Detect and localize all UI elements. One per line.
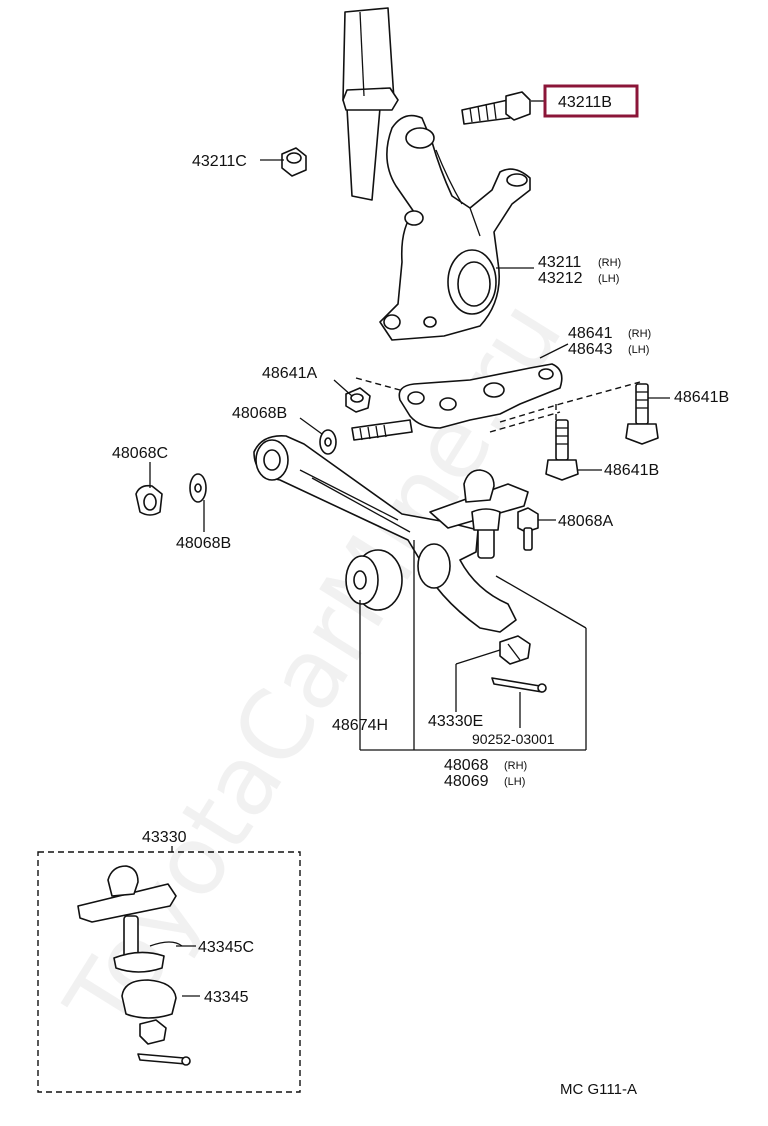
bolt-43211b: [461, 91, 531, 125]
bolt-48068a: [517, 507, 539, 551]
nut-48641a: [345, 387, 371, 413]
cotter-pin-90252: [491, 677, 547, 693]
side-rh-48068: (RH): [504, 760, 527, 772]
nut-43211c: [281, 147, 307, 177]
label-48068a[interactable]: 48068A: [558, 513, 613, 530]
bolt-48641b-upper: [625, 383, 659, 445]
bushing-48068c: [135, 484, 163, 516]
lower-control-arm: [253, 435, 517, 633]
bushing-48674h: [345, 549, 403, 611]
label-43211[interactable]: 43211: [538, 254, 581, 271]
side-lh-48643: (LH): [628, 344, 649, 356]
label-48068c[interactable]: 48068C: [112, 445, 168, 462]
strut-shock-absorber: [342, 7, 399, 201]
label-48068b-lower[interactable]: 48068B: [176, 535, 231, 552]
label-90252-03001[interactable]: 90252-03001: [472, 731, 555, 747]
steering-knuckle: [379, 114, 531, 341]
label-48643[interactable]: 48643: [568, 341, 613, 358]
ball-joint-on-arm: [429, 469, 529, 559]
label-43211c[interactable]: 43211C: [192, 153, 247, 170]
label-43345c[interactable]: 43345C: [198, 939, 254, 956]
lower-arm-bracket: [351, 363, 563, 441]
washer-48068b-upper: [319, 429, 337, 455]
side-rh-48641: (RH): [628, 328, 651, 340]
label-48641b-lower[interactable]: 48641B: [604, 462, 659, 479]
label-48068[interactable]: 48068: [444, 757, 489, 774]
label-43211b[interactable]: 43211B: [558, 94, 612, 111]
side-lh-43212: (LH): [598, 273, 619, 285]
nut-43330e: [499, 635, 531, 665]
label-43212[interactable]: 43212: [538, 270, 583, 287]
washer-48068b-lower: [189, 473, 207, 503]
label-48674h[interactable]: 48674H: [332, 717, 388, 734]
highlight-box-43211b: [543, 84, 639, 118]
leader-lines: [149, 100, 670, 751]
label-48068b-upper[interactable]: 48068B: [232, 405, 287, 422]
bracket-dashed-outline: [355, 377, 641, 433]
label-43330[interactable]: 43330: [142, 829, 187, 846]
label-48641[interactable]: 48641: [568, 325, 613, 342]
inset-frame-43330: [37, 851, 301, 1093]
label-48641b-upper[interactable]: 48641B: [674, 389, 729, 406]
ball-joint-43330-exploded: [77, 846, 200, 1066]
label-48069[interactable]: 48069: [444, 773, 489, 790]
diagram-code: MC G111-A: [560, 1081, 637, 1098]
label-43330e[interactable]: 43330E: [428, 713, 483, 730]
side-lh-48069: (LH): [504, 776, 525, 788]
bolt-48641b-lower: [545, 419, 579, 481]
label-43345[interactable]: 43345: [204, 989, 249, 1006]
side-rh-43211: (RH): [598, 257, 621, 269]
label-48641a[interactable]: 48641A: [262, 365, 317, 382]
